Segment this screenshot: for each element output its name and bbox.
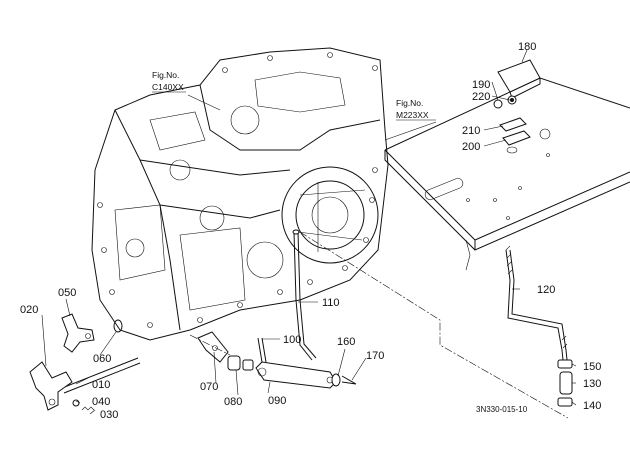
part-label-180: 180 xyxy=(518,41,536,53)
diagram-code: 3N330-015-10 xyxy=(476,405,528,414)
part-label-210: 210 xyxy=(462,125,480,137)
part-label-170: 170 xyxy=(366,350,384,362)
part-label-040: 040 xyxy=(92,396,110,408)
leader-lines xyxy=(41,49,577,419)
parts-group xyxy=(29,59,573,411)
part-label-020: 020 xyxy=(20,304,38,316)
fig-ref-m223: Fig.No. M223XX xyxy=(396,98,436,121)
part-label-200: 200 xyxy=(462,141,480,153)
part-label-010: 010 xyxy=(92,379,110,391)
part-label-030: 030 xyxy=(100,409,118,421)
part-label-070: 070 xyxy=(200,381,218,393)
fig-ref-c140-code: C140XX xyxy=(152,82,184,92)
fig-ref-m223-title: Fig.No. xyxy=(396,98,423,108)
fig-ref-c140-title: Fig.No. xyxy=(152,70,179,80)
floor-plate xyxy=(384,77,630,271)
part-label-090: 090 xyxy=(268,395,286,407)
fig-ref-c140: Fig.No. C140XX xyxy=(152,70,186,93)
part-label-160: 160 xyxy=(337,336,355,348)
part-label-190: 190 xyxy=(472,79,490,91)
part-label-050: 050 xyxy=(58,287,76,299)
part-label-140: 140 xyxy=(583,400,601,412)
fig-ref-m223-code: M223XX xyxy=(396,110,429,120)
part-label-130: 130 xyxy=(583,378,601,390)
part-label-220: 220 xyxy=(472,91,490,103)
part-label-060: 060 xyxy=(93,353,111,365)
transmission-case xyxy=(91,47,389,341)
part-label-120: 120 xyxy=(537,284,555,296)
part-label-110: 110 xyxy=(322,297,340,309)
part-labels: 180 190 220 210 200 120 150 130 140 110 … xyxy=(20,41,601,421)
part-label-080: 080 xyxy=(224,396,242,408)
part-label-100: 100 xyxy=(283,334,301,346)
part-label-150: 150 xyxy=(583,361,601,373)
